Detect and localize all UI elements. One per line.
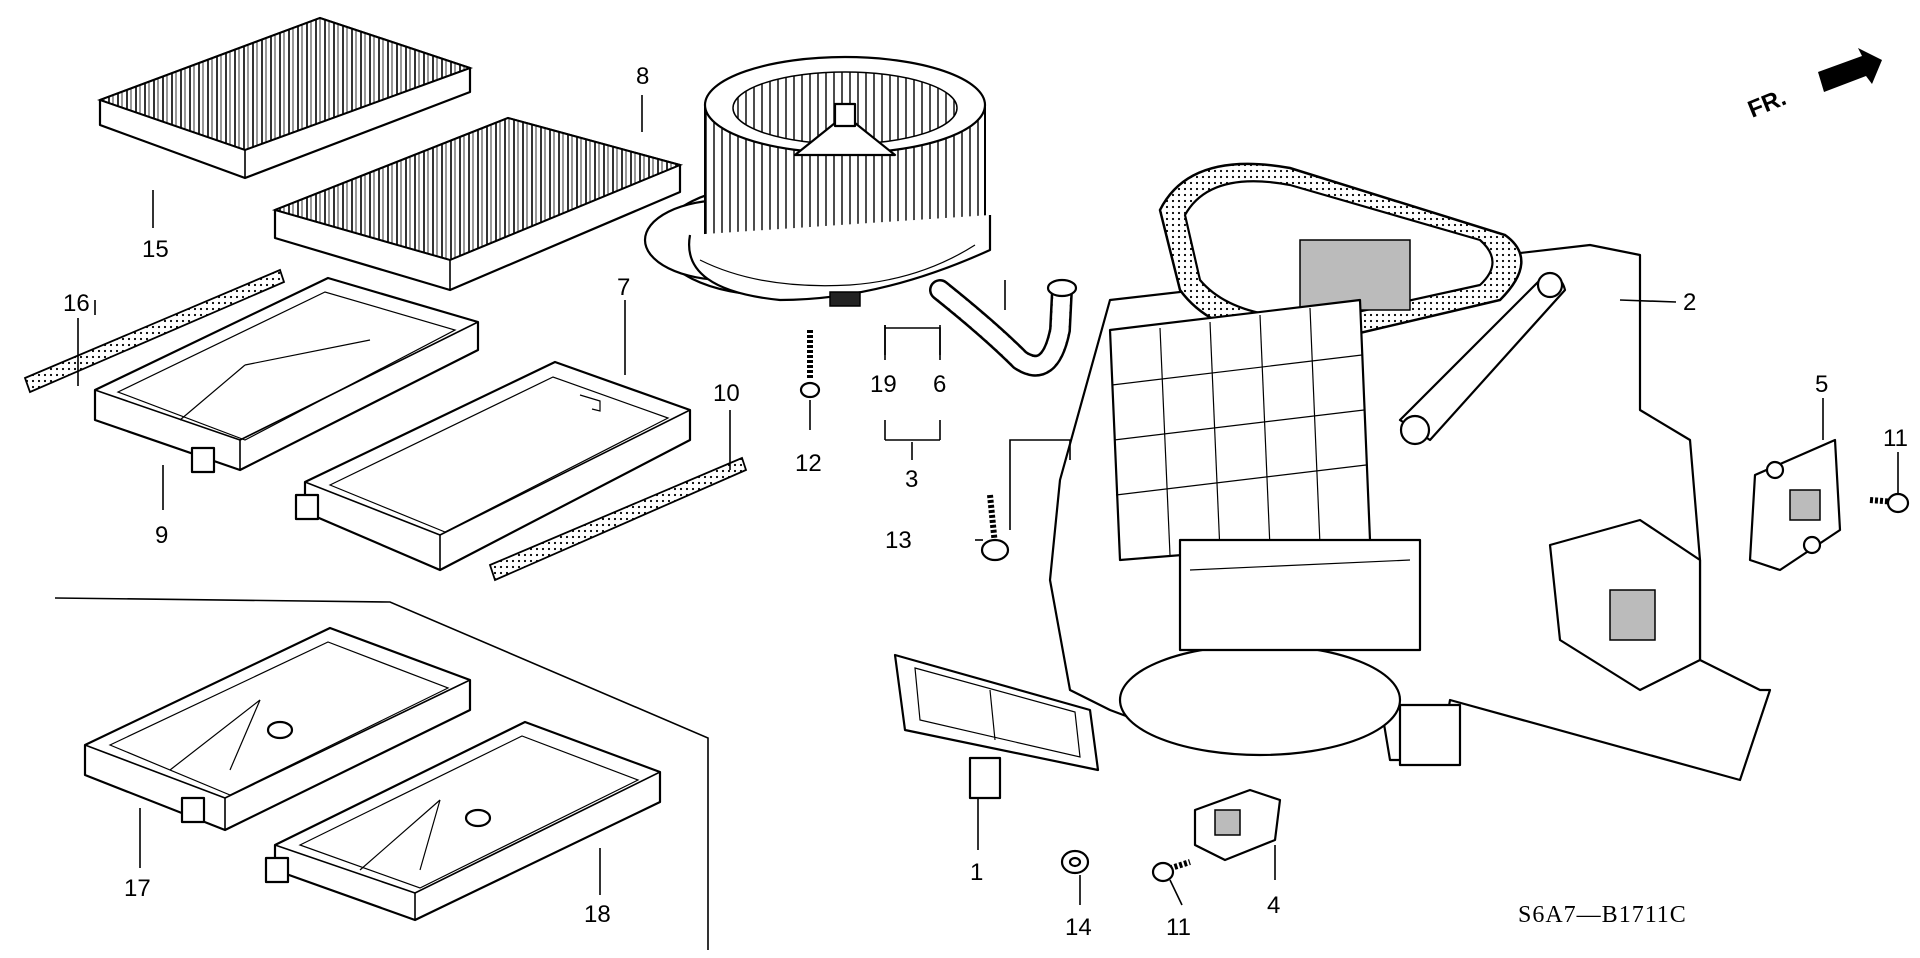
callout-15: 15 <box>142 236 169 263</box>
callout-11-bottom: 11 <box>1166 914 1191 941</box>
callout-9: 9 <box>155 522 168 549</box>
filter-frame-7 <box>294 360 692 572</box>
seal-strip-16 <box>23 268 286 394</box>
screw-12 <box>799 330 821 399</box>
seal-strip-10 <box>488 456 748 582</box>
diagram-code: S6A7—B1711C <box>1518 902 1687 928</box>
callout-18: 18 <box>584 901 611 928</box>
callout-17: 17 <box>124 875 151 902</box>
callout-labels: 15 8 16 9 7 10 12 19 6 3 13 2 5 11 1 4 1… <box>63 63 1908 941</box>
nut-14 <box>1060 849 1090 875</box>
front-direction-arrow-icon <box>1818 48 1882 92</box>
front-direction-label: FR. <box>1744 84 1790 124</box>
callout-13: 13 <box>885 527 912 554</box>
callout-1: 1 <box>970 859 983 886</box>
screw-13 <box>980 494 1010 562</box>
callout-16: 16 <box>63 290 90 317</box>
callout-10: 10 <box>713 380 740 407</box>
callout-11-right: 11 <box>1883 425 1908 452</box>
screw-11-bottom <box>1151 859 1191 883</box>
callout-12: 12 <box>795 450 822 477</box>
leader-lines <box>77 95 1899 906</box>
section-divider <box>54 597 709 950</box>
callout-19: 19 <box>870 371 897 398</box>
callout-3: 3 <box>905 466 918 493</box>
hose-6 <box>929 278 1078 377</box>
filter-frame-9 <box>93 276 480 474</box>
callout-6: 6 <box>933 371 946 398</box>
filter-lid-1 <box>893 653 1100 800</box>
screw-11-right <box>1869 492 1910 514</box>
callout-14: 14 <box>1065 914 1092 941</box>
filter-element-8 <box>271 116 684 292</box>
filter-frame-18 <box>264 720 662 922</box>
power-transistor-4 <box>1193 788 1282 862</box>
callout-2: 2 <box>1683 289 1696 316</box>
callout-7: 7 <box>617 274 630 301</box>
blower-housing-2 <box>1048 162 1772 782</box>
filter-frame-17 <box>83 626 472 832</box>
filter-element-15 <box>97 16 474 180</box>
callout-5: 5 <box>1815 371 1828 398</box>
callout-8: 8 <box>636 63 649 90</box>
blower-motor-19 <box>643 55 992 307</box>
actuator-5 <box>1748 438 1842 572</box>
callout-4: 4 <box>1267 892 1280 919</box>
